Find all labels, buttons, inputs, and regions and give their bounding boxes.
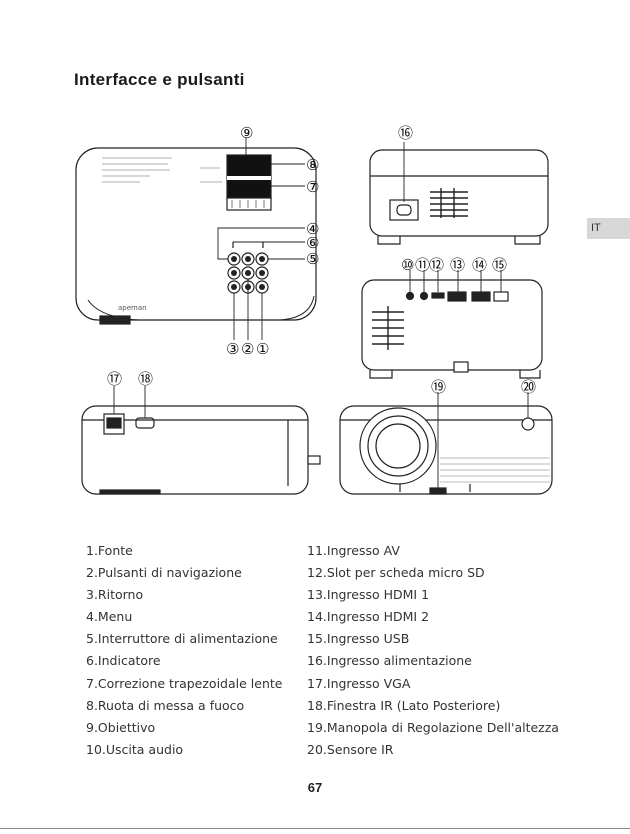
callout-18: ⑱ [138,370,153,388]
legend-item: 8.Ruota di messa a fuoco [86,697,245,713]
callout-6: ⑥ [306,234,319,252]
callout-16: ⑯ [398,124,413,142]
legend-item: 17.Ingresso VGA [307,675,411,691]
legend-list-right: 11.Ingresso AV 12.Slot per scheda micro … [307,540,559,761]
callout-17: ⑰ [107,370,122,388]
page-number: 67 [307,780,323,795]
legend-item: 18.Finestra IR (Lato Posteriore) [307,697,501,713]
callout-13: ⑬ [450,256,465,274]
legend-item: 6.Indicatore [86,653,161,669]
legend-item: 5.Interruttore di alimentazione [86,631,278,647]
callout-10: ⑩ [401,256,414,274]
legend-item: 11.Ingresso AV [307,543,400,558]
language-tab: IT [587,218,630,239]
side-view-ports-diagram [361,270,543,379]
callout-8: ⑧ [306,156,319,174]
callout-15: ⑮ [492,256,507,274]
callout-9: ⑨ [240,124,253,142]
legend-item: 10.Uscita audio [86,741,184,757]
legend-list-left: 1.Fonte 2.Pulsanti di navigazione 3.Rito… [86,540,282,761]
projector-illustrations: apeman ⑨ ⑧ ⑦ ④ ⑥ ⑤ ③ ② ① ⑯ [75,124,553,495]
brand-logo: apeman [118,304,147,312]
callout-3: ③ [226,340,239,358]
legend-item: 3.Ritorno [86,587,144,603]
page-title: Interfacce e pulsanti [74,70,245,89]
legend-item: 7.Correzione trapezoidale lente [86,675,283,691]
legend-item: 1.Fonte [86,543,133,558]
legend-item: 20.Sensore IR [307,741,394,757]
rear-view-diagram [81,386,321,495]
top-view-diagram [75,138,317,340]
legend-item: 4.Menu [86,609,133,625]
legend-item: 12.Slot per scheda micro SD [307,565,485,581]
callout-2: ② [241,340,254,358]
callout-14: ⑭ [472,256,487,274]
callout-20: ⑳ [521,378,536,396]
callout-11: ⑪ [415,256,430,274]
legend-item: 9.Obiettivo [86,719,156,735]
callout-12: ⑫ [429,256,444,274]
callout-1: ① [256,340,269,358]
legend-item: 2.Pulsanti di navigazione [86,565,242,581]
callout-7: ⑦ [306,178,319,196]
legend-item: 16.Ingresso alimentazione [307,653,472,669]
callout-5: ⑤ [306,250,319,268]
legend-item: 19.Manopola di Regolazione Dell'altezza [307,719,559,735]
legend-item: 14.Ingresso HDMI 2 [307,609,430,625]
callout-19: ⑲ [431,378,446,396]
callout-4: ④ [306,220,319,238]
legend-item: 13.Ingresso HDMI 1 [307,587,430,603]
bottom-divider [0,828,630,829]
legend-item: 15.Ingresso USB [307,631,410,647]
front-view-diagram [339,392,553,495]
side-view-power-diagram [369,142,549,245]
